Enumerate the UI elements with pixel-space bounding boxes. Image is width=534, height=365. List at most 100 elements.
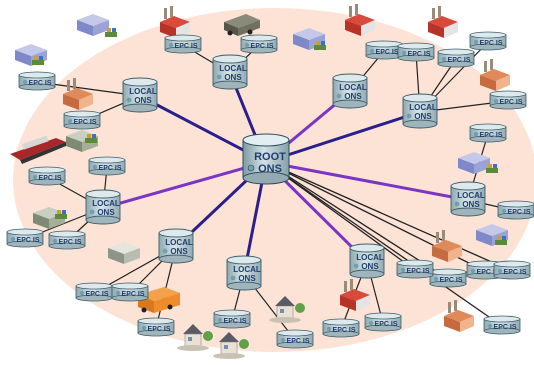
- link-root-epcis: [265, 161, 513, 272]
- epcis-node: EPC IS: [28, 166, 66, 186]
- epcis-label: EPC IS: [122, 291, 145, 298]
- epcis-label: EPC IS: [251, 43, 274, 50]
- globe-icon: [230, 275, 236, 281]
- local-ons-label-line1: LOCAL: [92, 199, 120, 208]
- epcis-label: EPC IS: [448, 57, 471, 64]
- epcis-label: EPC IS: [224, 318, 247, 325]
- epcis-node: EPC IS: [75, 282, 113, 302]
- epcis-label: EPC IS: [99, 165, 122, 172]
- pallet-icon: [486, 164, 498, 173]
- epcis-node: EPC IS: [111, 282, 149, 302]
- epcis-label: EPC IS: [148, 326, 171, 333]
- globe-icon: [400, 267, 406, 273]
- epcis-label: EPC IS: [175, 43, 198, 50]
- epcis-node: EPC IS: [489, 90, 527, 110]
- globe-icon: [454, 201, 460, 207]
- epcis-node: EPC IS: [437, 48, 475, 68]
- globe-icon: [22, 79, 28, 85]
- root-ons-label-line1: ROOT: [254, 151, 286, 163]
- factory-icon: [63, 78, 93, 110]
- globe-icon: [52, 238, 58, 244]
- epcis-label: EPC IS: [504, 269, 527, 276]
- local-ons-label-line1: LOCAL: [356, 253, 384, 262]
- globe-icon: [326, 326, 332, 332]
- local-ons-label-line1: LOCAL: [219, 64, 247, 73]
- local-ons-nodes: LOCALONSLOCALONSLOCALONSLOCALONSLOCALONS…: [85, 54, 486, 291]
- globe-icon: [115, 290, 121, 296]
- local-ons-label-line2: ONS: [134, 96, 152, 105]
- globe-icon: [168, 42, 174, 48]
- globe-icon: [10, 236, 16, 242]
- local-ons-label-line1: LOCAL: [129, 87, 157, 96]
- globe-icon: [433, 276, 439, 282]
- globe-icon: [470, 268, 476, 274]
- factory-icon: [444, 300, 474, 332]
- globe-icon: [441, 56, 447, 62]
- epcis-label: EPC IS: [287, 338, 310, 345]
- globe-icon: [368, 320, 374, 326]
- site-icons: [10, 4, 510, 359]
- epcis-node: EPC IS: [322, 318, 360, 338]
- epcis-label: EPC IS: [86, 291, 109, 298]
- warehouse-icon: [476, 224, 508, 246]
- epcis-node: EPC IS: [429, 268, 467, 288]
- globe-icon: [32, 174, 38, 180]
- globe-icon: [473, 131, 479, 137]
- globe-icon: [501, 208, 507, 214]
- globe-icon: [247, 164, 255, 172]
- globe-icon: [79, 290, 85, 296]
- epcis-node: EPC IS: [137, 317, 175, 337]
- epcis-label: EPC IS: [508, 209, 531, 216]
- local-ons-label-line2: ONS: [238, 274, 256, 283]
- epcis-label: EPC IS: [74, 119, 97, 126]
- globe-icon: [141, 325, 147, 331]
- factory-icon: [160, 6, 190, 38]
- truck-icon: [138, 287, 180, 313]
- epcis-label: EPC IS: [376, 49, 399, 56]
- globe-icon: [126, 97, 132, 103]
- epcis-label: EPC IS: [29, 80, 52, 87]
- local-ons-label-line1: LOCAL: [409, 103, 437, 112]
- local-ons-label-line2: ONS: [414, 112, 432, 121]
- epcis-node: EPC IS: [497, 200, 534, 220]
- factory-icon: [340, 279, 370, 311]
- globe-icon: [493, 98, 499, 104]
- epcis-node: EPC IS: [164, 34, 202, 54]
- globe-icon: [406, 113, 412, 119]
- epcis-label: EPC IS: [375, 321, 398, 328]
- epcis-label: EPC IS: [408, 51, 431, 58]
- link-root-ons-right-upper: [265, 110, 421, 164]
- local-ons-label-line1: LOCAL: [165, 238, 193, 247]
- house-icon: [213, 332, 249, 359]
- house-icon: [269, 296, 305, 323]
- globe-icon: [473, 39, 479, 45]
- local-ons-label-line1: LOCAL: [457, 191, 485, 200]
- factory-icon: [432, 230, 462, 262]
- local-ons-label-line1: LOCAL: [233, 265, 261, 274]
- globe-icon: [487, 323, 493, 329]
- epcis-label: EPC IS: [39, 175, 62, 182]
- epcis-node: EPC IS: [483, 315, 521, 335]
- local-ons-label-line2: ONS: [361, 262, 379, 271]
- epcis-label: EPC IS: [407, 268, 430, 275]
- local-ons-label-line1: LOCAL: [339, 83, 367, 92]
- globe-icon: [216, 74, 222, 80]
- warehouse-icon: [77, 14, 109, 36]
- warehouse-icon: [458, 152, 490, 174]
- epcis-label: EPC IS: [59, 239, 82, 246]
- globe-icon: [244, 42, 250, 48]
- epcis-node: EPC IS: [213, 309, 251, 329]
- pallet-icon: [85, 134, 97, 143]
- link-root-epcis: [265, 161, 449, 280]
- globe-icon: [369, 48, 375, 54]
- globe-icon: [92, 164, 98, 170]
- globe-icon: [353, 263, 359, 269]
- epcis-label: EPC IS: [480, 40, 503, 47]
